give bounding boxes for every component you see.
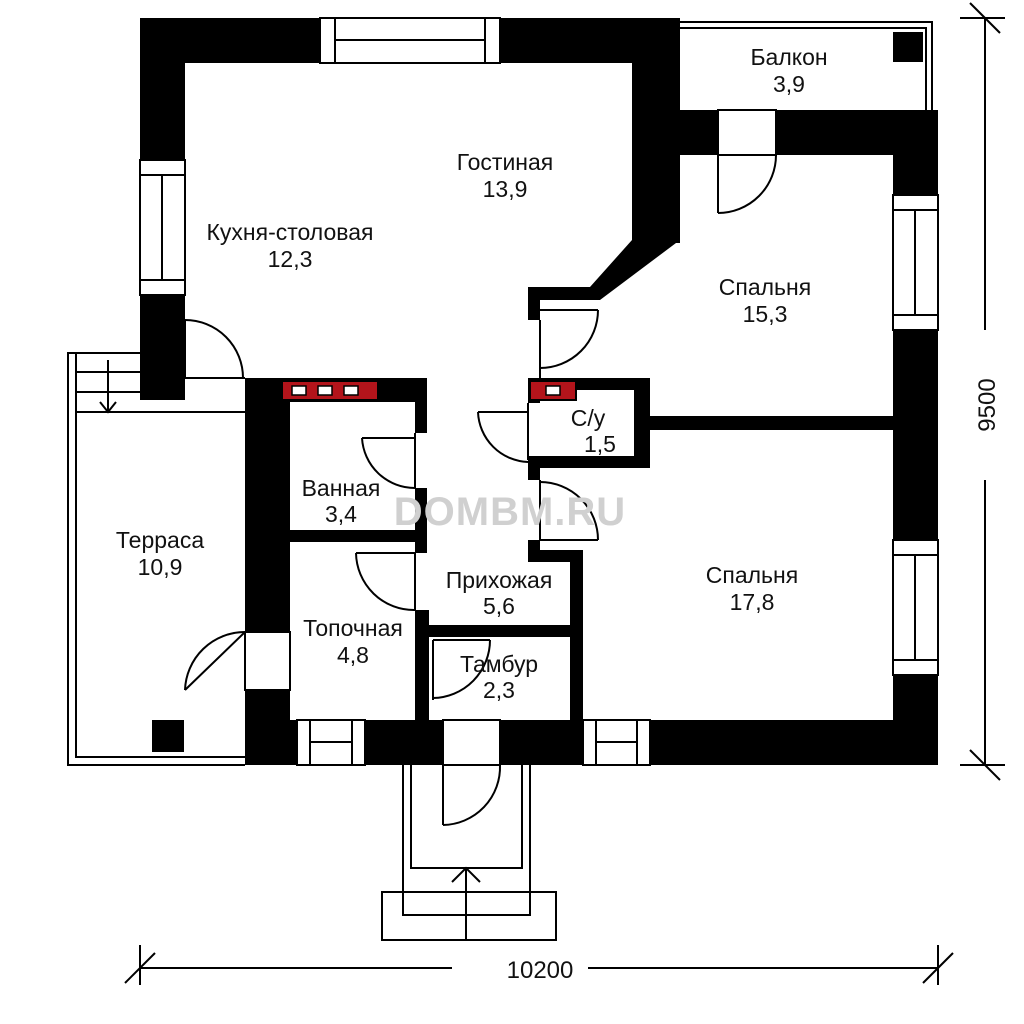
window-bottom-boiler bbox=[296, 719, 366, 766]
wall-bottom-mid1 bbox=[365, 720, 443, 765]
room-name: Топочная bbox=[303, 615, 403, 641]
room-bedroom-1: Спальня 15,3 bbox=[719, 274, 811, 327]
wall-terrace-inner-lower bbox=[245, 690, 290, 765]
wall-left-middle bbox=[140, 295, 185, 400]
room-bathroom: Ванная 3,4 bbox=[302, 475, 381, 527]
vent-block bbox=[529, 380, 577, 401]
wall-bottom-right bbox=[650, 720, 938, 765]
wall-terrace-inner-upper bbox=[245, 380, 290, 632]
wall-bedroom1-top-left bbox=[632, 110, 718, 155]
door-wc bbox=[477, 403, 529, 463]
room-hall: Прихожая 5,6 bbox=[446, 567, 553, 619]
dimension-width bbox=[124, 945, 954, 985]
room-name: Спальня bbox=[719, 274, 811, 300]
room-name: Спальня bbox=[706, 562, 798, 588]
door-bathroom bbox=[361, 433, 416, 490]
dimension-width-label: 10200 bbox=[507, 957, 574, 984]
room-area: 13,9 bbox=[483, 176, 528, 202]
room-area: 2,3 bbox=[483, 677, 515, 703]
window-right-bedroom1 bbox=[892, 194, 939, 331]
room-name: С/у bbox=[571, 405, 606, 431]
door-bedroom2 bbox=[539, 480, 599, 541]
room-area: 3,9 bbox=[773, 71, 805, 97]
wall-bath-bottom bbox=[290, 530, 427, 542]
room-name: Ванная bbox=[302, 475, 381, 501]
wall-hall-right bbox=[570, 550, 583, 720]
door-entrance bbox=[442, 719, 502, 826]
door-terrace bbox=[184, 631, 291, 691]
wall-hall-bottom bbox=[427, 625, 583, 637]
room-name: Кухня-столовая bbox=[207, 219, 374, 245]
dimension-height bbox=[960, 2, 1005, 781]
entrance-porch bbox=[381, 765, 557, 941]
wall-bedroom-divider bbox=[634, 416, 893, 430]
wall-corridor-right bbox=[528, 290, 540, 320]
wall-diagonal bbox=[528, 225, 680, 300]
wall-wc-bottom bbox=[528, 456, 650, 468]
stove-block bbox=[281, 380, 379, 401]
room-kitchen: Кухня-столовая 12,3 bbox=[207, 219, 374, 272]
door-kitchen-terrace bbox=[184, 319, 245, 379]
wall-bath-right bbox=[415, 378, 427, 433]
room-area: 17,8 bbox=[730, 589, 775, 615]
watermark: DOMBM.RU bbox=[394, 490, 626, 534]
room-bedroom-2: Спальня 17,8 bbox=[706, 562, 798, 615]
door-vestibule bbox=[432, 639, 491, 700]
room-name: Балкон bbox=[750, 44, 827, 70]
room-name: Прихожая bbox=[446, 567, 553, 593]
door-bedroom1-balcony bbox=[717, 109, 777, 214]
door-bedroom1 bbox=[539, 309, 599, 378]
room-boiler: Топочная 4,8 bbox=[303, 615, 403, 668]
window-left-kitchen bbox=[139, 159, 186, 296]
room-name: Терраса bbox=[116, 527, 204, 553]
dimension-height-label: 9500 bbox=[974, 378, 1001, 431]
window-top-living bbox=[319, 17, 501, 64]
room-area: 5,6 bbox=[483, 593, 515, 619]
room-living: Гостиная 13,9 bbox=[457, 149, 554, 202]
room-area: 1,5 bbox=[584, 431, 616, 457]
room-area: 4,8 bbox=[337, 642, 369, 668]
room-area: 15,3 bbox=[743, 301, 788, 327]
wall-corridor-step bbox=[528, 550, 583, 562]
room-area: 12,3 bbox=[268, 246, 313, 272]
balcony-outline bbox=[680, 21, 933, 110]
window-right-bedroom2 bbox=[892, 539, 939, 676]
room-area: 3,4 bbox=[325, 501, 357, 527]
door-boiler bbox=[355, 552, 416, 612]
wall-boiler-right bbox=[415, 610, 429, 720]
room-terrace: Терраса 10,9 bbox=[116, 527, 204, 580]
wall-right-middle bbox=[893, 330, 938, 540]
wall-left-upper bbox=[140, 18, 185, 160]
room-area: 10,9 bbox=[138, 554, 183, 580]
wall-bottom-mid2 bbox=[500, 720, 583, 765]
room-wc: С/у 1,5 bbox=[571, 405, 616, 457]
room-name: Гостиная bbox=[457, 149, 554, 175]
window-bottom-bedroom2 bbox=[582, 719, 651, 766]
wall-right-upper bbox=[893, 110, 938, 195]
room-name: Тамбур bbox=[460, 651, 538, 677]
terrace-outline bbox=[67, 352, 245, 766]
room-vestibule: Тамбур 2,3 bbox=[460, 651, 538, 703]
room-balcony: Балкон 3,9 bbox=[750, 44, 827, 97]
